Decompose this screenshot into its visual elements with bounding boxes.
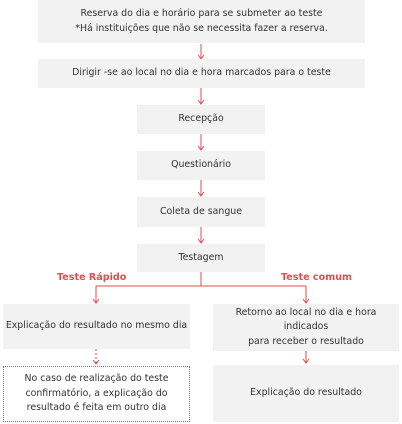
confirm-line1: No caso de realização do teste [24, 373, 169, 385]
step-blood-collection: Coleta de sangue [137, 197, 265, 227]
questionnaire-text: Questionário [171, 159, 231, 171]
step-questionnaire: Questionário [137, 151, 265, 180]
branch-label-common: Teste comum [281, 272, 353, 283]
step-reception: Recepção [137, 105, 265, 134]
rapid-result-text: Explicação do resultado no mesmo dia [5, 320, 188, 332]
testing-text: Testagem [178, 251, 224, 263]
branch-label-rapid: Teste Rápido [57, 272, 127, 283]
reservation-note: *Há instituições que não se necessita fa… [75, 22, 328, 34]
confirm-line3: resultado é feita em outro dia [26, 402, 167, 414]
step-common-result: Explicação do resultado [213, 365, 399, 422]
step-rapid-confirmatory: No caso de realização do teste confirmat… [3, 366, 190, 422]
step-common-return: Retorno ao local no dia e hora indicados… [213, 304, 399, 351]
go-to-location-text: Dirigir -se ao local no dia e hora marca… [72, 67, 331, 79]
common-result-text: Explicação do resultado [250, 387, 362, 399]
blood-collection-text: Coleta de sangue [160, 205, 242, 217]
step-reservation: Reserva do dia e horário para se submete… [38, 0, 365, 43]
step-testing: Testagem [137, 244, 265, 272]
common-return-line1: Retorno ao local no dia e hora indicados [235, 306, 377, 333]
reservation-text: Reserva do dia e horário para se submete… [80, 7, 323, 19]
confirm-line2: confirmatório, a explicação do [25, 387, 168, 399]
common-return-line2: para receber o resultado [248, 335, 364, 347]
step-rapid-result: Explicação do resultado no mesmo dia [3, 304, 190, 349]
reception-text: Recepção [178, 113, 224, 125]
step-go-to-location: Dirigir -se ao local no dia e hora marca… [38, 59, 365, 88]
